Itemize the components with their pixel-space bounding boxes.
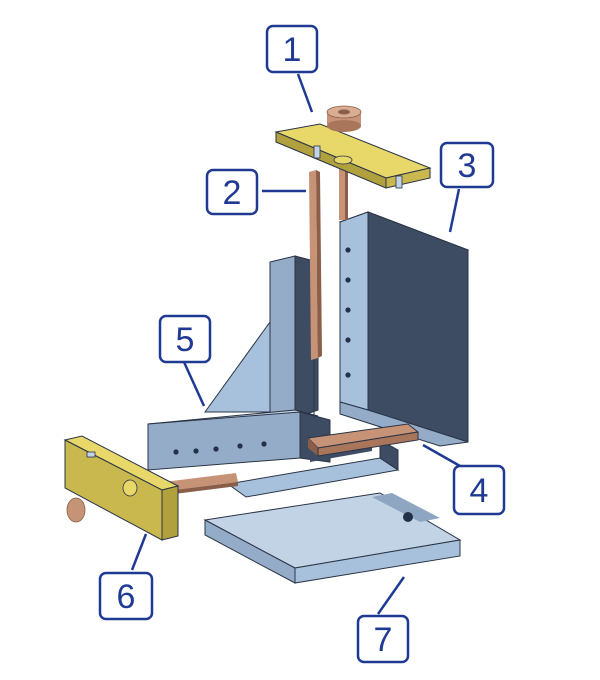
callout-4: 4 xyxy=(452,464,506,516)
leader-line-6 xyxy=(130,533,148,571)
callout-1: 1 xyxy=(265,24,319,74)
side-brass-plate-with-rod xyxy=(63,435,238,541)
leader-line-7 xyxy=(376,576,406,615)
leader-line-3 xyxy=(448,188,461,233)
leader-line-4 xyxy=(422,443,461,468)
callout-label-7: 7 xyxy=(374,621,393,659)
horizontal-copper-bar xyxy=(306,423,420,457)
leader-line-1 xyxy=(296,73,314,113)
top-brass-plate-with-screw xyxy=(274,105,432,220)
callout-label-1: 1 xyxy=(283,31,302,69)
callout-label-4: 4 xyxy=(470,472,489,510)
base-block xyxy=(203,492,462,584)
callout-2: 2 xyxy=(205,168,259,216)
upright-steel-block xyxy=(338,211,470,447)
callout-7: 7 xyxy=(356,614,410,664)
callout-3: 3 xyxy=(439,141,495,189)
callout-label-3: 3 xyxy=(458,147,477,185)
callout-label-2: 2 xyxy=(223,174,242,212)
thin-copper-rod xyxy=(309,170,322,418)
leader-lines xyxy=(130,73,461,615)
callout-5: 5 xyxy=(158,314,212,364)
leader-line-5 xyxy=(182,361,206,407)
callout-6: 6 xyxy=(98,571,154,621)
callout-label-6: 6 xyxy=(117,578,136,616)
callout-label-5: 5 xyxy=(176,321,195,359)
